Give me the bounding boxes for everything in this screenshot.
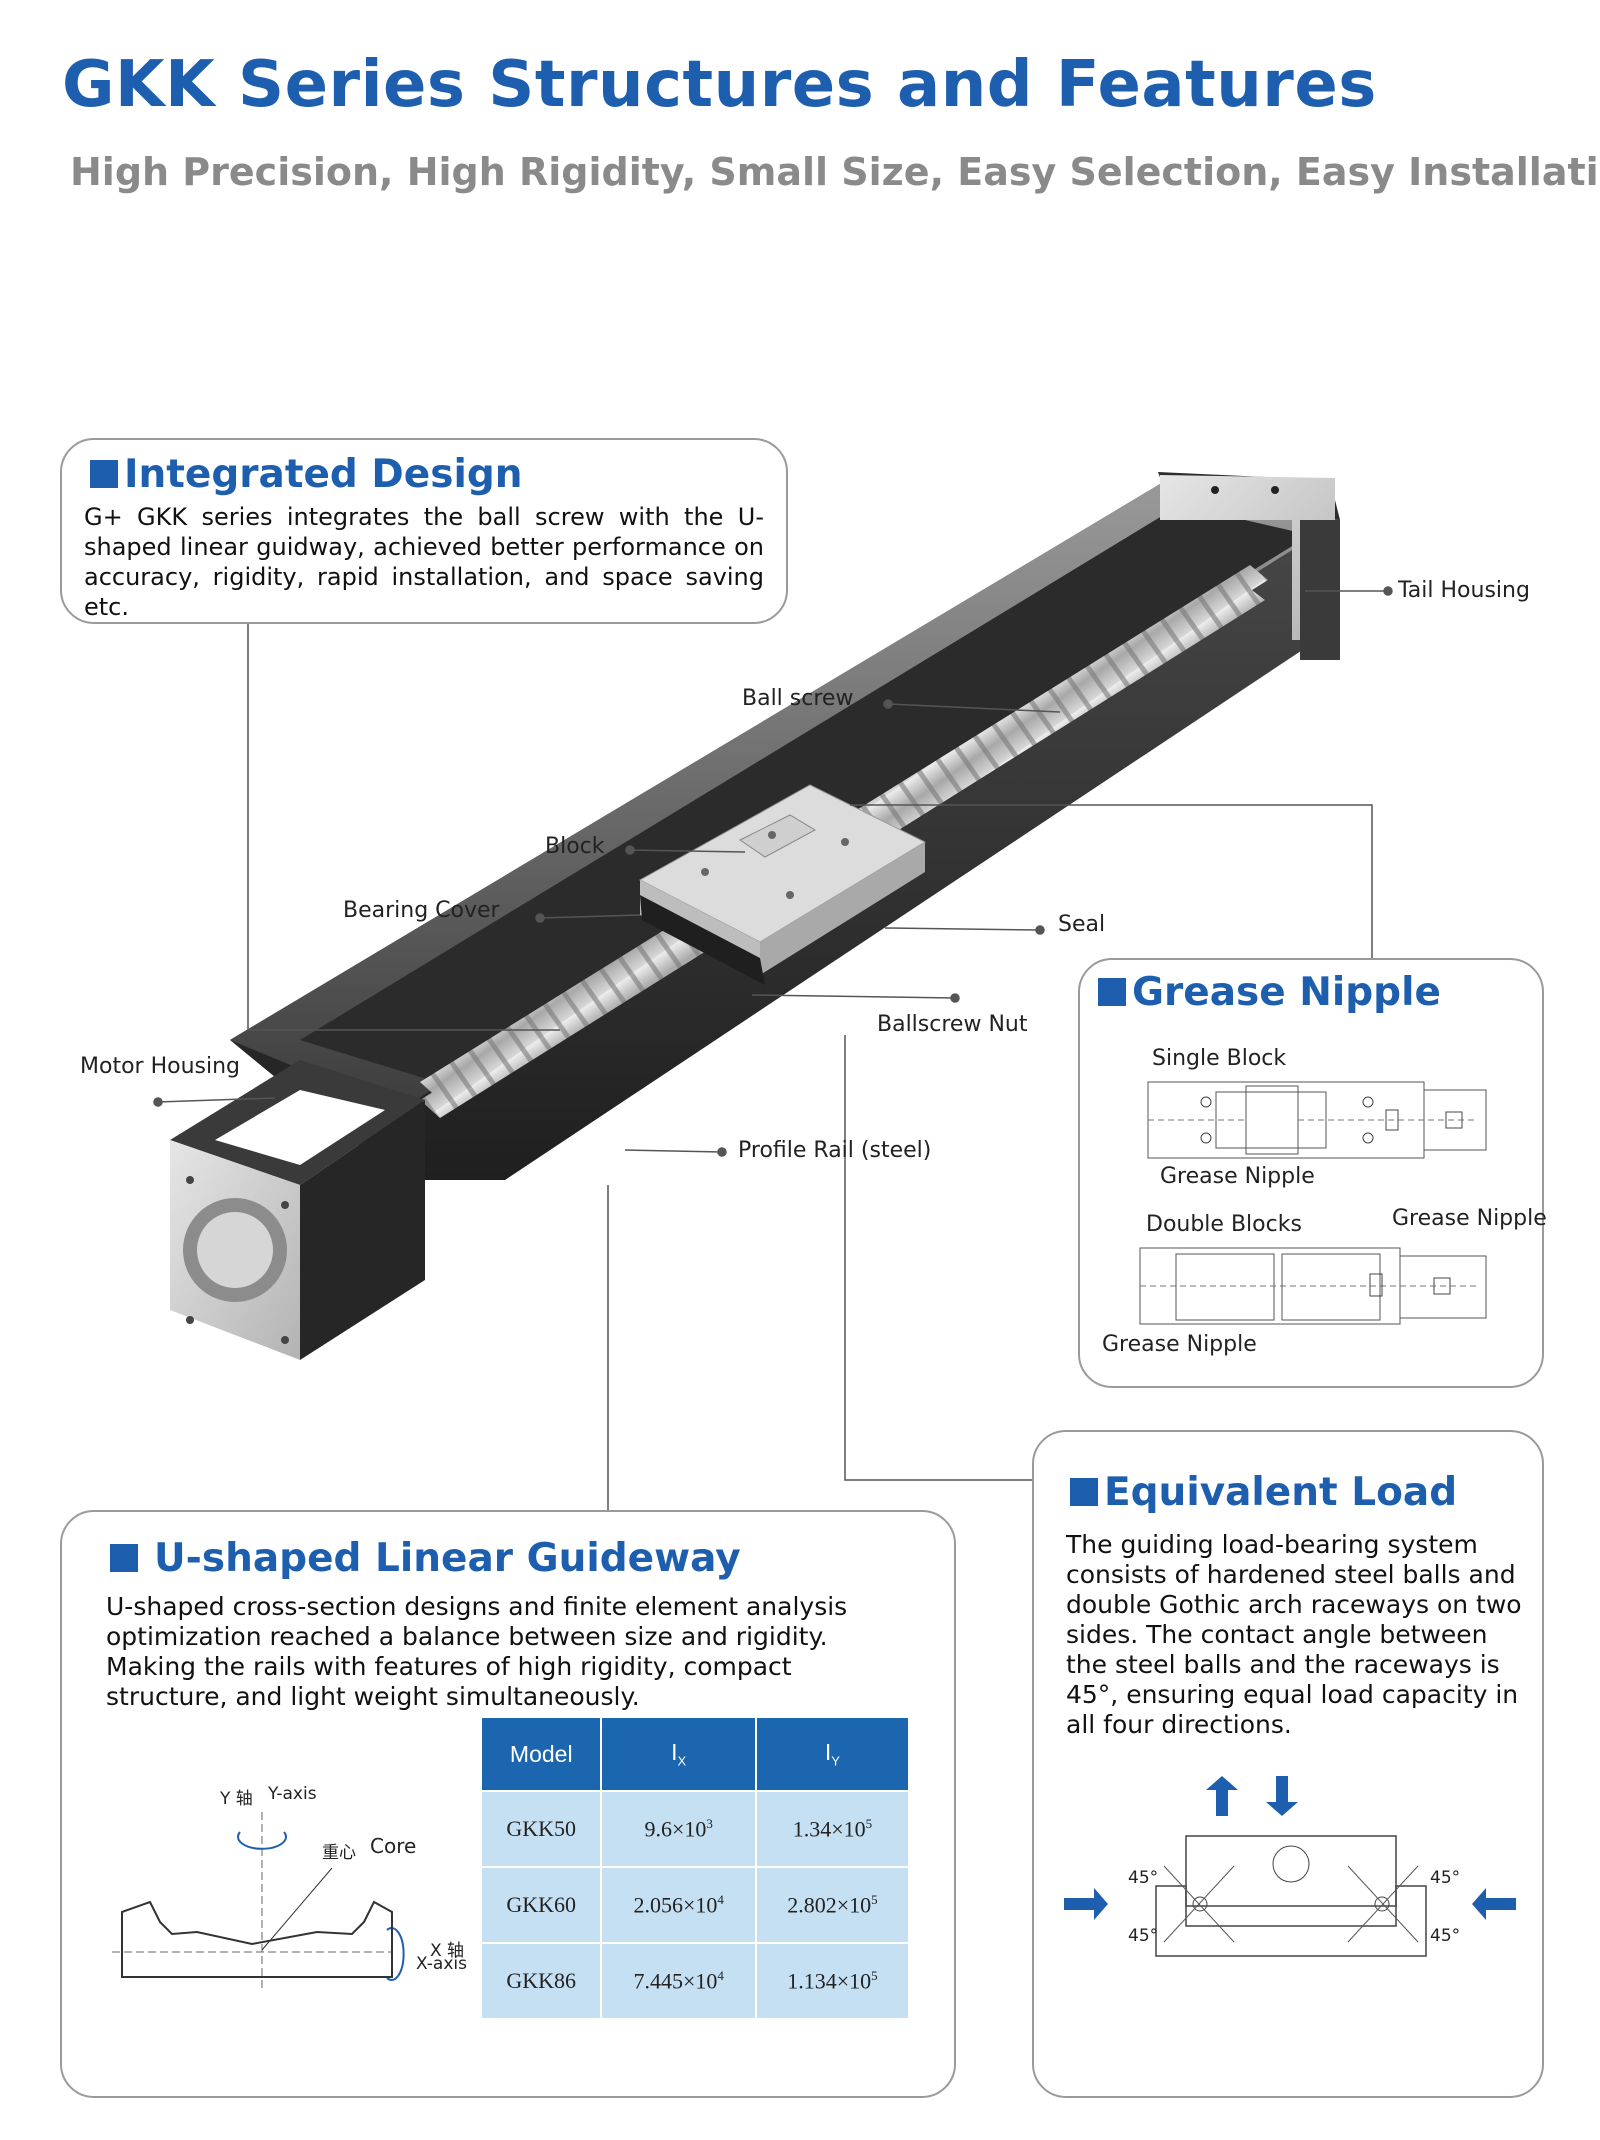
ix-cell: 7.445×104 (602, 1942, 757, 2018)
grease-nipple-box: Grease Nipple Single Block Grease Nipple… (1078, 958, 1547, 1388)
core-cn-label: 重心 (322, 1843, 356, 1863)
x-axis-cn-label: X 轴 (430, 1941, 465, 1961)
table-row: GKK50 9.6×103 1.34×105 (482, 1790, 908, 1866)
grease-nipple-label-2: Grease Nipple (1392, 1206, 1547, 1231)
core-label: Core (370, 1834, 417, 1858)
single-block-label: Single Block (1152, 1046, 1287, 1071)
ix-cell: 2.056×104 (602, 1866, 757, 1942)
motor-housing (170, 1060, 425, 1360)
equivalent-load-title: Equivalent Load (1070, 1470, 1457, 1515)
label-ballscrew-nut: Ballscrew Nut (877, 1012, 1028, 1037)
u-profile-diagram (112, 1812, 405, 1992)
table-row: GKK60 2.056×104 2.802×105 (482, 1866, 908, 1942)
iy-cell: 1.34×105 (756, 1790, 908, 1866)
square-bullet-icon (90, 460, 118, 488)
arrow-up-icon (1206, 1776, 1238, 1816)
grease-nipple-title: Grease Nipple (1098, 970, 1441, 1015)
y-axis-cn-label: Y 轴 (220, 1789, 253, 1809)
leader-lines (153, 586, 1393, 1510)
x-axis-label: X-axis (416, 1954, 467, 1974)
label-ball-screw: Ball screw (742, 686, 854, 711)
label-seal: Seal (1058, 912, 1106, 937)
equivalent-load-diagram (1064, 1776, 1516, 1957)
ix-cell: 9.6×103 (602, 1790, 757, 1866)
label-bearing-cover: Bearing Cover (343, 898, 500, 923)
arrow-left-icon (1472, 1888, 1516, 1920)
model-cell: GKK50 (482, 1790, 603, 1866)
column-header-iy: IY (756, 1718, 908, 1790)
label-block: Block (545, 834, 605, 859)
angle-label-bl: 45° (1128, 1926, 1159, 1946)
square-bullet-icon (1070, 1478, 1098, 1506)
angle-label-tr: 45° (1430, 1868, 1461, 1888)
arrow-right-icon (1064, 1888, 1108, 1920)
y-axis-label: Y-axis (268, 1784, 317, 1804)
page-title: GKK Series Structures and Features (62, 48, 1377, 122)
table-row: GKK86 7.445×104 1.134×105 (482, 1942, 908, 2018)
angle-label-br: 45° (1430, 1926, 1461, 1946)
page-subtitle: High Precision, High Rigidity, Small Siz… (70, 150, 1600, 194)
inertia-table: Model IX IY GKK50 9.6×103 1.34×105 GKK60… (482, 1718, 908, 2018)
model-cell: GKK60 (482, 1866, 603, 1942)
integrated-design-title: Integrated Design (90, 452, 523, 497)
double-blocks-diagram (1139, 1247, 1487, 1325)
guideway-title: U-shaped Linear Guideway (110, 1536, 741, 1581)
square-bullet-icon (110, 1544, 138, 1572)
integrated-design-box: Integrated Design G+ GKK series integrat… (60, 438, 788, 624)
block (638, 784, 927, 985)
label-motor-housing: Motor Housing (80, 1054, 240, 1079)
grease-nipple-label-3: Grease Nipple (1102, 1332, 1257, 1357)
equivalent-load-box: Equivalent Load The guiding load-bearing… (1032, 1430, 1544, 2098)
arrow-down-icon (1266, 1776, 1298, 1816)
angle-label-tl: 45° (1128, 1868, 1159, 1888)
integrated-design-text: G+ GKK series integrates the ball screw … (84, 503, 764, 621)
model-cell: GKK86 (482, 1942, 603, 2018)
equivalent-load-text: The guiding load-bearing system consists… (1066, 1530, 1522, 1739)
label-profile-rail: Profile Rail (steel) (738, 1138, 932, 1163)
column-header-model: Model (482, 1718, 603, 1790)
tail-housing (1158, 472, 1340, 660)
grease-nipple-label-1: Grease Nipple (1160, 1164, 1315, 1189)
single-block-diagram (1147, 1081, 1487, 1159)
double-blocks-label: Double Blocks (1146, 1212, 1302, 1237)
iy-cell: 1.134×105 (756, 1942, 908, 2018)
label-tail-housing: Tail Housing (1398, 578, 1530, 603)
guideway-text: U-shaped cross-section designs and finit… (106, 1592, 848, 1711)
iy-cell: 2.802×105 (756, 1866, 908, 1942)
square-bullet-icon (1098, 978, 1126, 1006)
column-header-ix: IX (602, 1718, 757, 1790)
